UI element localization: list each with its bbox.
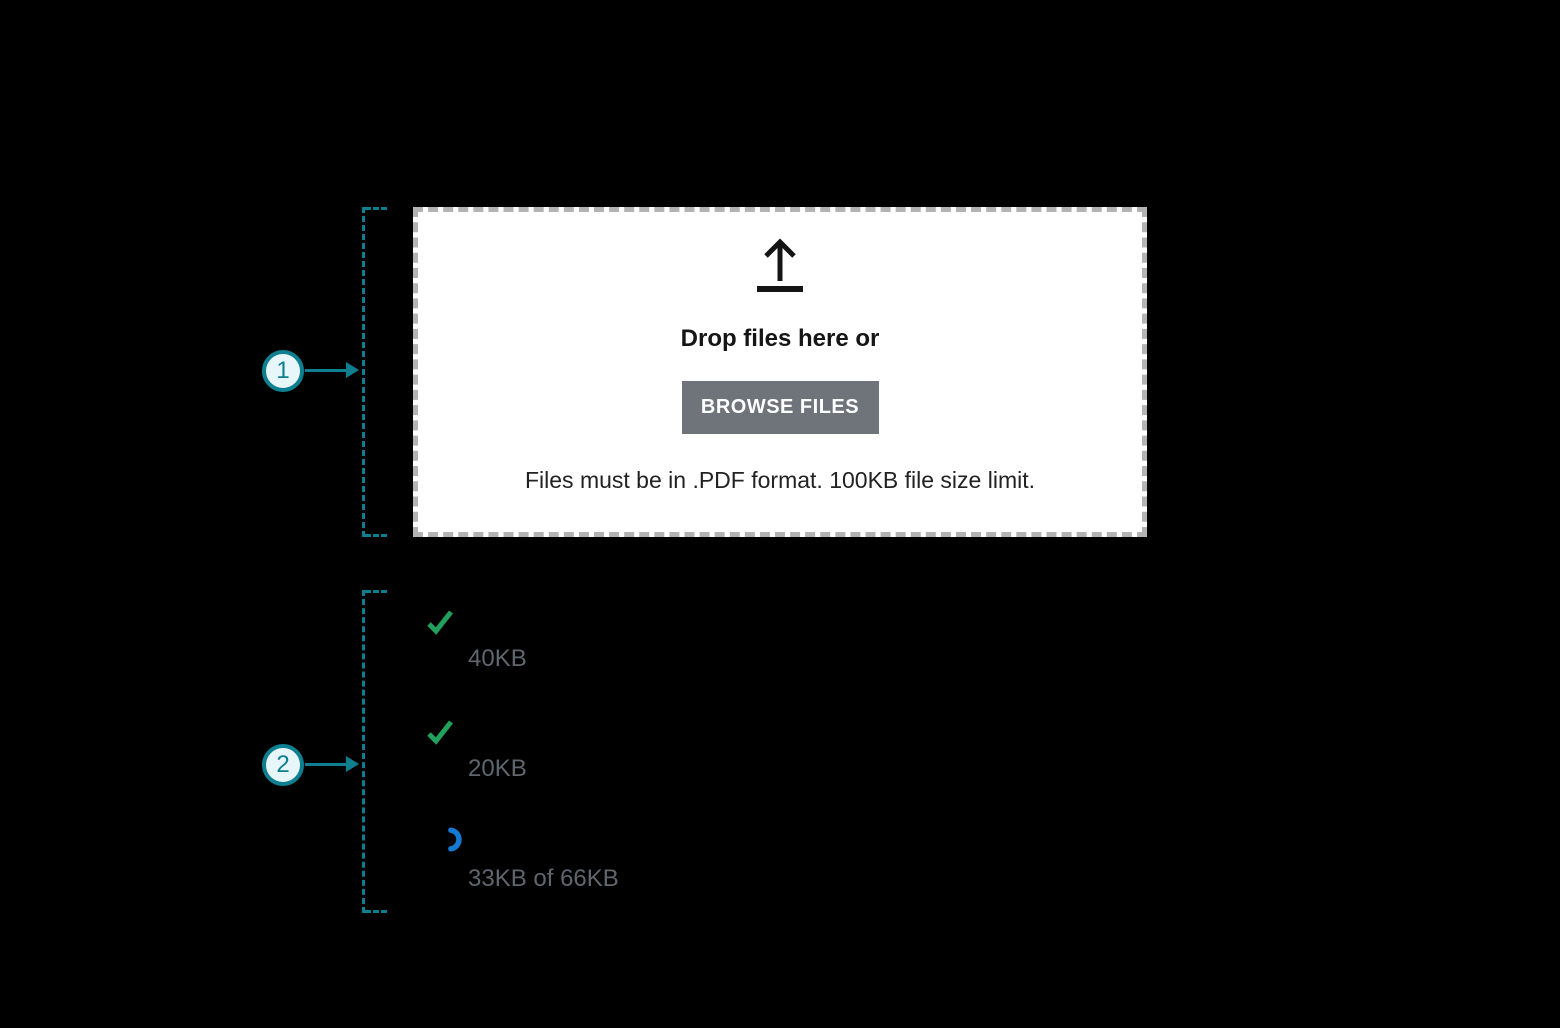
callout-number-2: 2 xyxy=(262,744,304,786)
annotation-bracket-dropzone xyxy=(362,207,387,537)
file-size-label: 40KB xyxy=(468,645,527,672)
callout-number-label: 1 xyxy=(276,357,290,384)
file-dropzone[interactable]: Drop files here or BROWSE FILES Files mu… xyxy=(413,207,1147,537)
spinner-icon xyxy=(436,826,463,858)
upload-arrow-icon xyxy=(755,236,805,297)
bracket-tick xyxy=(365,534,387,537)
annotation-bracket-upload-list xyxy=(362,590,387,913)
bracket-tick xyxy=(365,590,387,593)
file-size-label: 20KB xyxy=(468,755,527,782)
bracket-tick xyxy=(365,207,387,210)
upload-progress-label: 33KB of 66KB xyxy=(468,865,619,892)
callout-arrowhead xyxy=(346,756,359,772)
check-icon xyxy=(426,717,454,752)
dropzone-hint: Files must be in .PDF format. 100KB file… xyxy=(525,467,1035,493)
callout-arrow xyxy=(305,369,347,372)
bracket-tick xyxy=(365,910,387,913)
callout-arrow xyxy=(305,763,347,766)
callout-number-label: 2 xyxy=(276,751,290,778)
dropzone-title: Drop files here or xyxy=(680,325,880,352)
callout-arrowhead xyxy=(346,362,359,378)
check-icon xyxy=(426,607,454,642)
callout-number-1: 1 xyxy=(262,350,304,392)
browse-files-button[interactable]: BROWSE FILES xyxy=(681,381,879,434)
